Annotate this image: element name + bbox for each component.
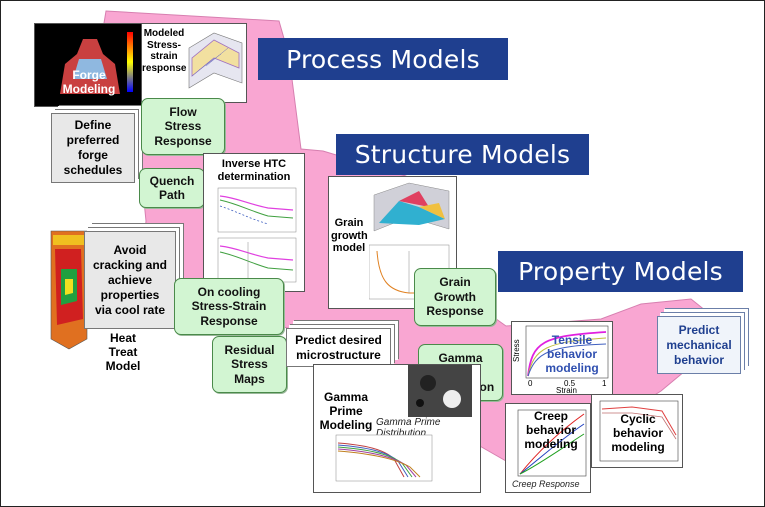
structure-models-banner: Structure Models (336, 134, 589, 175)
htc-curves-graphic (217, 187, 297, 283)
gamma-prime-distribution-caption: Gamma Prime Distribution (376, 417, 441, 439)
predict-microstructure-doc: Predict desired microstructure (286, 328, 391, 367)
property-models-banner: Property Models (498, 251, 743, 292)
tensile-xlabel: Strain (556, 386, 577, 395)
cyclic-chart: Cyclic behavior modeling (591, 394, 683, 468)
heat-treat-image (49, 229, 89, 351)
on-cooling-response-box: On cooling Stress-Strain Response (174, 278, 284, 335)
stress-strain-image: Modeled Stress- strain response (141, 23, 247, 103)
heat-treat-model-label: Heat Treat Model (105, 331, 141, 373)
process-models-banner: Process Models (258, 38, 508, 80)
tensile-chart: Tensile behavior modeling Stress 0 0.5 1… (511, 321, 613, 395)
grain-growth-graphic (369, 182, 450, 300)
tensile-chart-graphic (525, 325, 609, 379)
cyclic-chart-graphic (599, 400, 679, 462)
cyclic-behavior-label: Cyclic behavior modeling (611, 412, 665, 454)
creep-response-caption: Creep Response (512, 479, 580, 489)
gamma-prime-micrograph (408, 365, 472, 417)
inverse-htc-image: Inverse HTC determination (203, 153, 305, 292)
grain-growth-response-box: Grain Growth Response (414, 268, 496, 326)
micrograph-texture (408, 365, 472, 417)
stress-strain-3d-graphic (188, 32, 243, 89)
tensile-ylabel: Stress (512, 339, 521, 362)
tensile-tick-2: 1 (602, 379, 607, 388)
define-forge-schedules-doc: Define preferred forge schedules (51, 113, 135, 183)
creep-chart-graphic (517, 409, 587, 477)
tensile-tick-0: 0 (528, 379, 533, 388)
heat-treat-contour-graphic (50, 230, 88, 350)
creep-chart: Creep behavior modeling Creep Response (505, 403, 591, 493)
creep-behavior-label: Creep behavior modeling (524, 409, 578, 451)
avoid-cracking-doc: Avoid cracking and achieve properties vi… (84, 231, 176, 329)
stress-strain-label: Modeled Stress- strain response (142, 28, 187, 74)
flow-stress-response-box: Flow Stress Response (141, 98, 225, 155)
inverse-htc-label: Inverse HTC determination (217, 158, 291, 183)
residual-stress-maps-box: Residual Stress Maps (212, 336, 287, 393)
forge-modeling-image: Forge Modeling (34, 23, 144, 107)
grain-growth-label: Grain growth model (331, 217, 368, 255)
quench-path-box: Quench Path (139, 168, 205, 208)
gamma-prime-curves-graphic (335, 434, 433, 482)
tensile-tick-1: 0.5 (564, 379, 576, 388)
predict-mechanical-behavior-doc: Predict mechanical behavior (657, 316, 741, 374)
gamma-prime-modeling-label: Gamma Prime Modeling (319, 390, 373, 432)
forge-modeling-label: Forge Modeling (62, 68, 116, 96)
forge-contour-graphic (35, 24, 143, 106)
gamma-prime-modeling-image: Gamma Prime Modeling Gamma Prime Distrib… (313, 364, 481, 493)
tensile-behavior-label: Tensile behavior modeling (545, 333, 599, 375)
